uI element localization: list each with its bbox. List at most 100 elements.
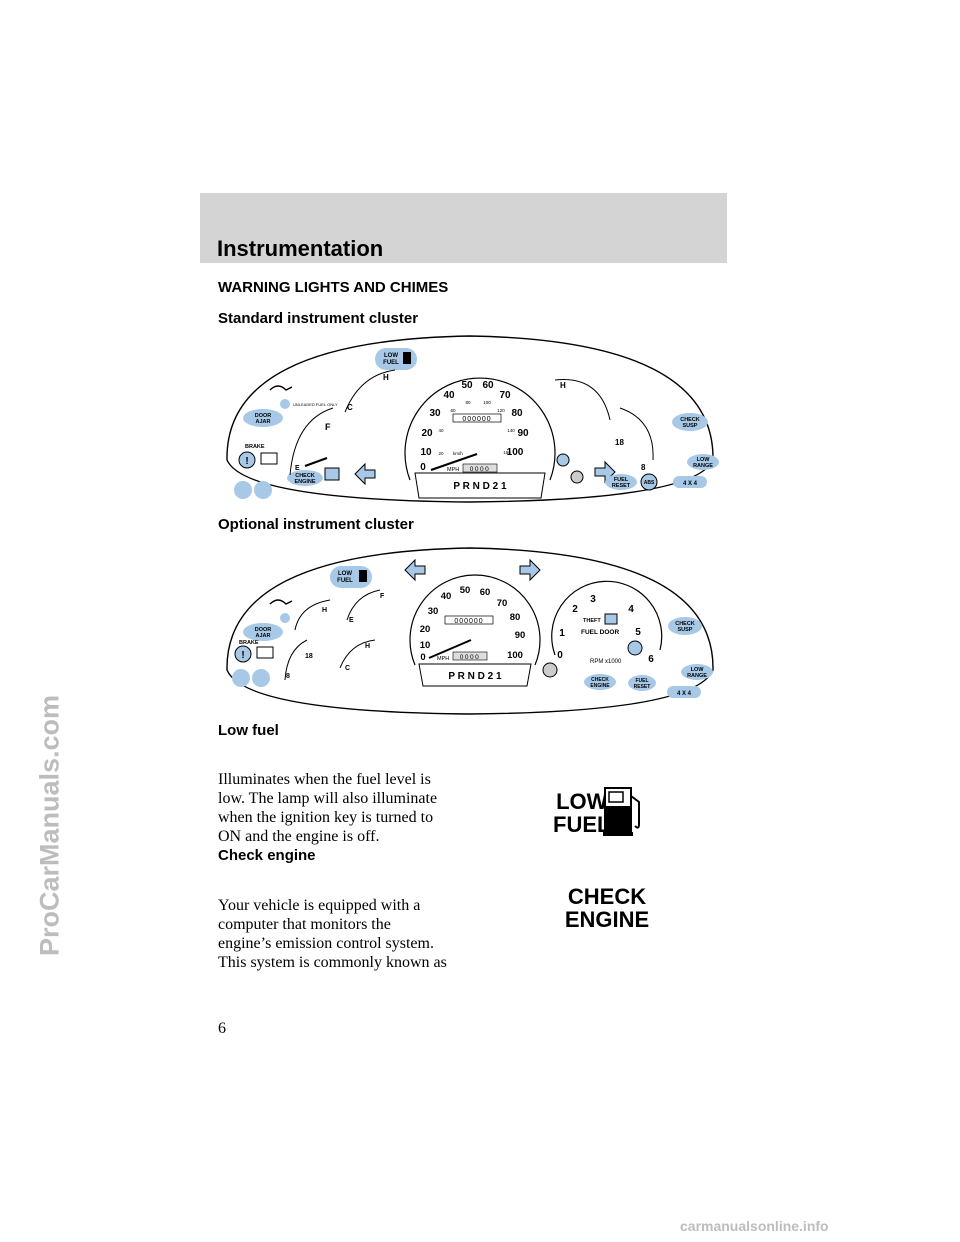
airbag-icon bbox=[254, 481, 272, 499]
svg-text:70: 70 bbox=[499, 390, 511, 401]
gear-indicator: P R N D 2 1 bbox=[453, 481, 507, 492]
svg-text:CHECK: CHECK bbox=[675, 621, 695, 627]
svg-text:!: ! bbox=[241, 650, 244, 661]
check-engine-paragraph: Your vehicle is equipped with a computer… bbox=[218, 897, 447, 971]
svg-text:60: 60 bbox=[450, 408, 456, 413]
svg-text:FUEL: FUEL bbox=[337, 578, 353, 584]
svg-text:18: 18 bbox=[305, 653, 313, 660]
svg-text:4 X 4: 4 X 4 bbox=[683, 481, 698, 487]
svg-text:40: 40 bbox=[441, 591, 452, 602]
svg-text:SUSP: SUSP bbox=[683, 423, 698, 429]
svg-text:ENGINE: ENGINE bbox=[590, 683, 610, 689]
svg-text:MPH: MPH bbox=[447, 467, 459, 473]
svg-text:!: ! bbox=[245, 456, 248, 467]
svg-text:20: 20 bbox=[421, 428, 433, 439]
fuel-pump-icon bbox=[403, 352, 411, 364]
battery-icon bbox=[260, 452, 278, 465]
svg-text:H: H bbox=[322, 607, 327, 614]
svg-text:MPH: MPH bbox=[437, 656, 449, 662]
check-engine-heading: Check engine bbox=[218, 847, 316, 864]
svg-text:UNLEADED FUEL ONLY: UNLEADED FUEL ONLY bbox=[293, 402, 338, 407]
low-fuel-paragraph: Illuminates when the fuel level is low. … bbox=[218, 771, 438, 845]
page-number: 6 bbox=[218, 1020, 226, 1037]
svg-text:FUEL: FUEL bbox=[635, 678, 648, 684]
svg-text:70: 70 bbox=[497, 598, 508, 609]
svg-text:50: 50 bbox=[460, 585, 471, 596]
svg-text:E: E bbox=[349, 617, 354, 624]
door-ajar-indicator bbox=[243, 409, 283, 427]
svg-text:90: 90 bbox=[517, 428, 529, 439]
oil-can-icon bbox=[269, 385, 293, 391]
svg-text:18: 18 bbox=[615, 438, 624, 447]
svg-text:8: 8 bbox=[641, 463, 646, 472]
svg-text:F: F bbox=[380, 593, 385, 600]
svg-text:P R N D 2 1: P R N D 2 1 bbox=[448, 671, 502, 682]
svg-text:FUEL: FUEL bbox=[614, 477, 629, 483]
svg-text:2: 2 bbox=[572, 604, 578, 615]
svg-text:H: H bbox=[383, 373, 389, 382]
svg-text:40: 40 bbox=[438, 428, 444, 433]
low-fuel-icon-label: LOW FUEL bbox=[553, 789, 611, 838]
svg-text:140: 140 bbox=[507, 428, 515, 433]
seatbelt-icon bbox=[234, 481, 252, 499]
standard-cluster-illustration: LOW FUEL DOOR AJAR UNLEADED FUEL ONLY BR… bbox=[226, 335, 719, 503]
svg-text:RESET: RESET bbox=[634, 684, 651, 690]
cluster-low-fuel-1: LOW bbox=[384, 353, 398, 359]
svg-text:000000: 000000 bbox=[454, 618, 483, 625]
svg-text:AJAR: AJAR bbox=[256, 633, 271, 639]
temp-icon bbox=[280, 399, 290, 409]
svg-text:E: E bbox=[295, 465, 300, 472]
brake-icon bbox=[238, 451, 256, 469]
svg-text:BRAKE: BRAKE bbox=[245, 444, 265, 450]
svg-text:10: 10 bbox=[420, 640, 431, 651]
svg-text:DOOR: DOOR bbox=[255, 413, 272, 419]
svg-text:CHECK: CHECK bbox=[295, 473, 315, 479]
svg-text:DOOR: DOOR bbox=[255, 627, 272, 633]
svg-text:4: 4 bbox=[628, 604, 634, 615]
svg-text:100: 100 bbox=[507, 447, 524, 458]
svg-text:FUEL DOOR: FUEL DOOR bbox=[581, 629, 619, 636]
svg-text:F: F bbox=[325, 422, 331, 432]
svg-text:RANGE: RANGE bbox=[687, 673, 707, 679]
svg-text:120: 120 bbox=[497, 408, 505, 413]
svg-text:CHECK: CHECK bbox=[680, 417, 700, 423]
svg-text:RPM x1000: RPM x1000 bbox=[590, 659, 622, 665]
svg-text:5: 5 bbox=[635, 627, 641, 638]
svg-text:60: 60 bbox=[482, 380, 494, 391]
low-fuel-heading: Low fuel bbox=[218, 722, 279, 739]
svg-text:ENGINE: ENGINE bbox=[294, 479, 315, 485]
standard-cluster-heading: Standard instrument cluster bbox=[218, 310, 419, 327]
svg-text:20: 20 bbox=[420, 624, 431, 635]
svg-text:8: 8 bbox=[286, 673, 290, 680]
svg-text:C: C bbox=[347, 403, 353, 412]
svg-text:LOW: LOW bbox=[697, 457, 711, 463]
svg-text:80: 80 bbox=[510, 612, 521, 623]
header-band bbox=[200, 193, 727, 263]
svg-text:50: 50 bbox=[461, 380, 473, 391]
svg-text:LOW: LOW bbox=[338, 571, 352, 577]
svg-text:20: 20 bbox=[438, 451, 444, 456]
svg-text:100: 100 bbox=[483, 400, 491, 405]
svg-text:0: 0 bbox=[557, 650, 563, 661]
svg-text:0: 0 bbox=[420, 652, 425, 663]
svg-text:H: H bbox=[560, 381, 566, 390]
svg-text:RANGE: RANGE bbox=[693, 463, 713, 469]
svg-text:0: 0 bbox=[420, 462, 426, 473]
svg-text:3: 3 bbox=[590, 594, 596, 605]
svg-text:4 X 4: 4 X 4 bbox=[677, 691, 692, 697]
side-watermark: ProCarManuals.com bbox=[34, 694, 65, 957]
svg-text:LOW: LOW bbox=[691, 667, 705, 673]
check-engine-icon-label: CHECK ENGINE bbox=[564, 884, 650, 933]
svg-text:BRAKE: BRAKE bbox=[239, 640, 259, 646]
svg-text:30: 30 bbox=[428, 606, 439, 617]
svg-text:160: 160 bbox=[503, 450, 511, 455]
svg-text:6: 6 bbox=[648, 654, 654, 665]
svg-text:60: 60 bbox=[480, 587, 491, 598]
svg-text:40: 40 bbox=[443, 390, 455, 401]
optional-cluster-heading: Optional instrument cluster bbox=[218, 516, 414, 533]
section-heading: WARNING LIGHTS AND CHIMES bbox=[218, 279, 449, 296]
svg-text:AJAR: AJAR bbox=[256, 419, 271, 425]
svg-text:0000: 0000 bbox=[460, 654, 480, 661]
page-title: Instrumentation bbox=[217, 236, 384, 261]
svg-text:10: 10 bbox=[420, 447, 432, 458]
